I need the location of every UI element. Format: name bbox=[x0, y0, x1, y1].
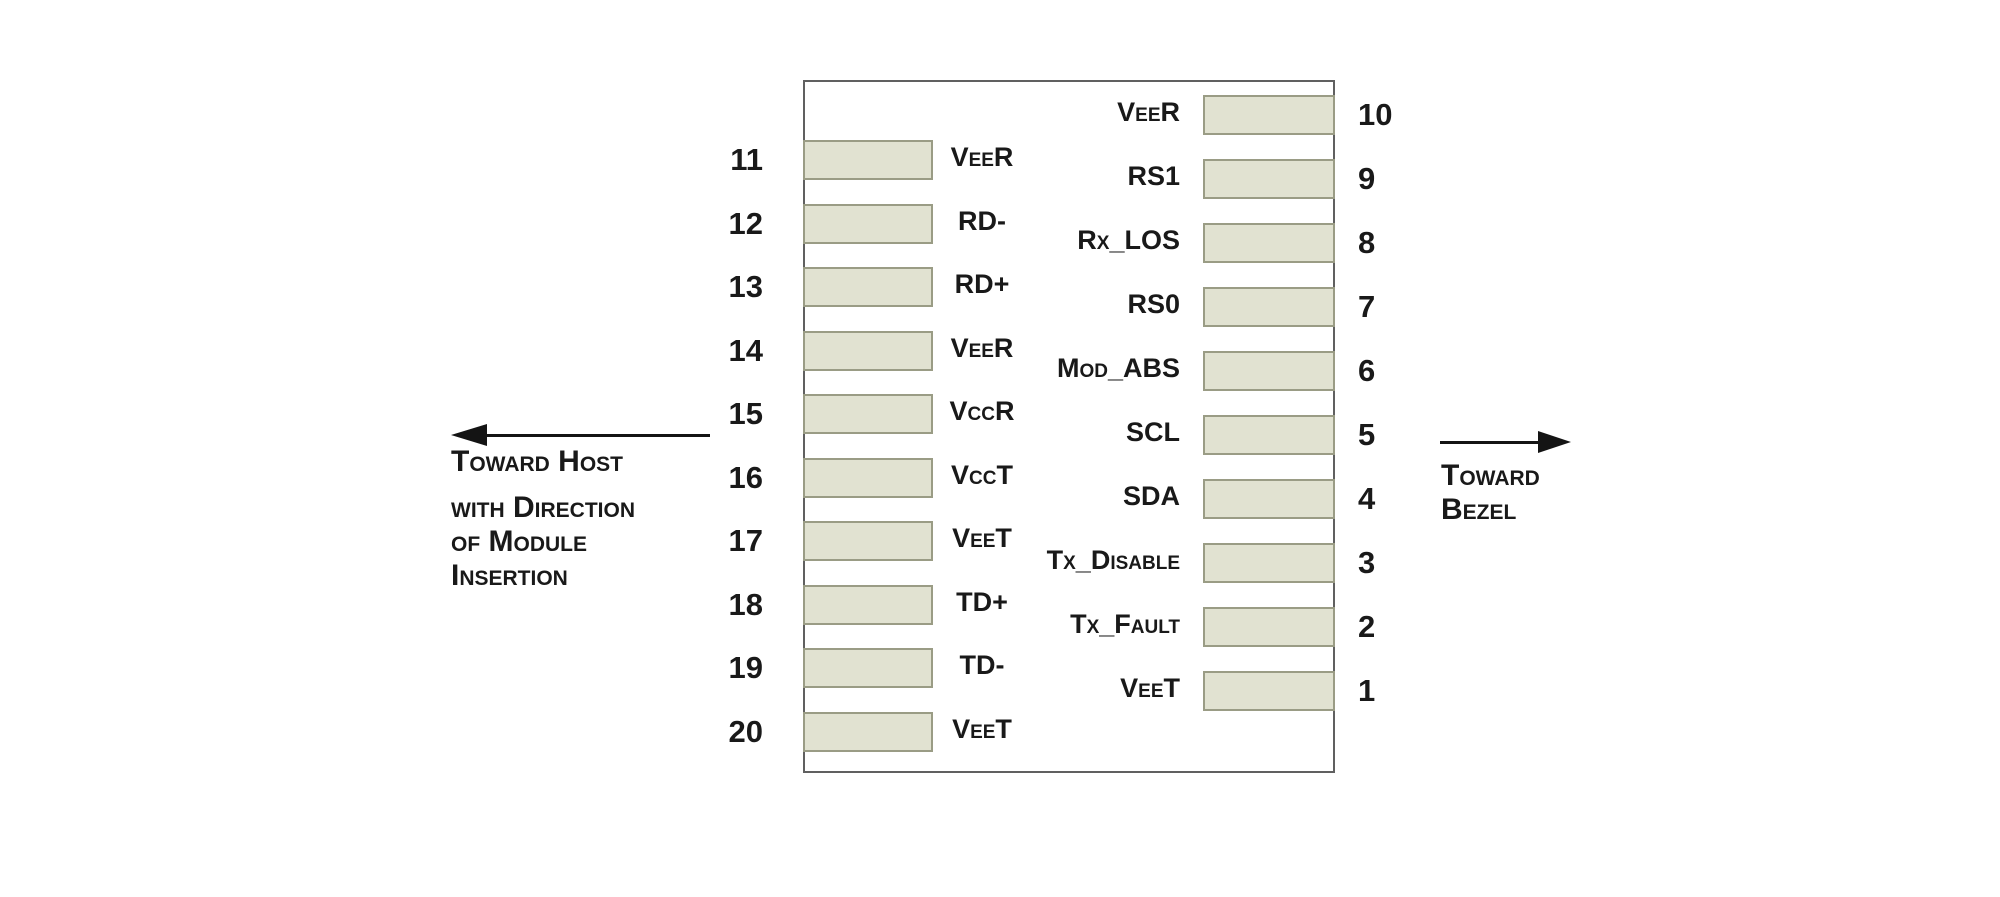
pin-number: 13 bbox=[728, 269, 763, 304]
pin-pad bbox=[803, 584, 933, 625]
pin-row: 15 VccR bbox=[685, 394, 1085, 434]
pin-pad bbox=[1203, 415, 1335, 455]
pin-label: VeeR bbox=[1117, 97, 1180, 127]
pin-row: SCL 5 bbox=[1020, 415, 1420, 455]
pin-label: VeeT bbox=[952, 713, 1012, 744]
pin-number: 11 bbox=[730, 142, 763, 177]
pin-row: Mod_ABS 6 bbox=[1020, 351, 1420, 391]
pin-row: VeeR 10 bbox=[1020, 95, 1420, 135]
toward-bezel-caption-line: Bezel bbox=[1441, 493, 1517, 526]
pin-label: VeeR bbox=[950, 142, 1014, 172]
pin-label: Mod_ABS bbox=[1056, 353, 1180, 383]
pin-label: RS1 bbox=[1127, 161, 1180, 191]
pin-row: 18 TD+ bbox=[685, 584, 1085, 625]
pin-pad bbox=[803, 394, 933, 434]
pin-number: 18 bbox=[728, 586, 763, 622]
pin-row: Tx_Disable 3 bbox=[1020, 543, 1420, 583]
pin-row: RS1 9 bbox=[1020, 159, 1420, 199]
pin-number: 17 bbox=[728, 523, 763, 558]
pin-row: 19 TD- bbox=[685, 648, 1085, 688]
pin-label: VeeR bbox=[950, 332, 1014, 363]
pin-number: 20 bbox=[728, 713, 763, 749]
pin-label: TD+ bbox=[956, 586, 1008, 617]
pin-number: 16 bbox=[728, 459, 763, 495]
pin-label: VeeT bbox=[1120, 673, 1180, 703]
pin-row: Tx_Fault 2 bbox=[1020, 607, 1420, 647]
pin-label: RD+ bbox=[954, 269, 1010, 299]
pin-label: VccR bbox=[949, 396, 1015, 426]
pin-number: 2 bbox=[1358, 609, 1376, 644]
pin-number: 19 bbox=[728, 650, 763, 685]
pin-row: 12 RD- bbox=[685, 203, 1085, 244]
pin-pad bbox=[803, 267, 933, 307]
pin-number: 6 bbox=[1358, 353, 1376, 388]
pin-pad bbox=[803, 521, 933, 561]
pin-pad bbox=[803, 648, 933, 688]
pin-label: SDA bbox=[1122, 481, 1180, 511]
pin-row: RS0 7 bbox=[1020, 287, 1420, 327]
arrow-head-left bbox=[451, 424, 487, 446]
pin-row: 20 VeeT bbox=[685, 711, 1085, 752]
toward-host-caption-line: of Module bbox=[451, 525, 587, 558]
pin-pad bbox=[803, 457, 933, 498]
pin-pad bbox=[803, 711, 933, 752]
arrow-head-right bbox=[1538, 431, 1571, 453]
pin-label: Tx_Disable bbox=[1046, 545, 1180, 575]
arrow-line bbox=[1440, 441, 1540, 444]
pin-pad bbox=[1203, 287, 1335, 327]
toward-host-caption-line: Toward Host bbox=[451, 445, 623, 478]
pin-pad bbox=[1203, 607, 1335, 647]
pin-pad bbox=[1203, 351, 1335, 391]
pin-number: 10 bbox=[1358, 97, 1393, 132]
pin-number: 12 bbox=[728, 205, 763, 241]
pin-number: 1 bbox=[1358, 673, 1376, 708]
pin-label: VeeT bbox=[952, 523, 1012, 553]
pin-row: SDA 4 bbox=[1020, 479, 1420, 519]
pin-label: Rx_LOS bbox=[1077, 225, 1180, 255]
pin-row: 14 VeeR bbox=[685, 330, 1085, 371]
pin-row: VeeT 1 bbox=[1020, 671, 1420, 711]
pin-number: 5 bbox=[1358, 417, 1376, 452]
pin-label: RD- bbox=[958, 205, 1006, 236]
pin-pad bbox=[803, 140, 933, 180]
pin-number: 14 bbox=[728, 332, 763, 368]
pin-row: 11 VeeR bbox=[685, 140, 1085, 180]
pin-pad bbox=[1203, 479, 1335, 519]
pin-number: 8 bbox=[1358, 225, 1376, 260]
pin-number: 4 bbox=[1358, 481, 1376, 516]
arrow-line bbox=[484, 434, 710, 437]
pin-pad bbox=[1203, 671, 1335, 711]
pin-row: 13 RD+ bbox=[685, 267, 1085, 307]
pin-row: 17 VeeT bbox=[685, 521, 1085, 561]
pin-pad bbox=[1203, 223, 1335, 263]
pin-number: 7 bbox=[1358, 289, 1376, 324]
pin-number: 3 bbox=[1358, 545, 1376, 580]
pin-pad bbox=[803, 330, 933, 371]
toward-host-caption-line: Insertion bbox=[451, 559, 568, 592]
pin-number: 9 bbox=[1358, 161, 1376, 196]
pin-pad bbox=[1203, 95, 1335, 135]
pin-label: SCL bbox=[1126, 417, 1180, 447]
toward-bezel-caption-line: Toward bbox=[1441, 459, 1540, 492]
pin-row: Rx_LOS 8 bbox=[1020, 223, 1420, 263]
pin-pad bbox=[803, 203, 933, 244]
pin-number: 15 bbox=[728, 396, 763, 431]
pin-pad bbox=[1203, 543, 1335, 583]
pin-label: VccT bbox=[951, 459, 1013, 490]
pin-row: 16 VccT bbox=[685, 457, 1085, 498]
toward-host-caption-line: with Direction bbox=[451, 491, 635, 524]
pin-label: TD- bbox=[959, 650, 1005, 680]
pin-pad bbox=[1203, 159, 1335, 199]
pin-label: Tx_Fault bbox=[1070, 609, 1180, 639]
pin-label: RS0 bbox=[1127, 289, 1180, 319]
